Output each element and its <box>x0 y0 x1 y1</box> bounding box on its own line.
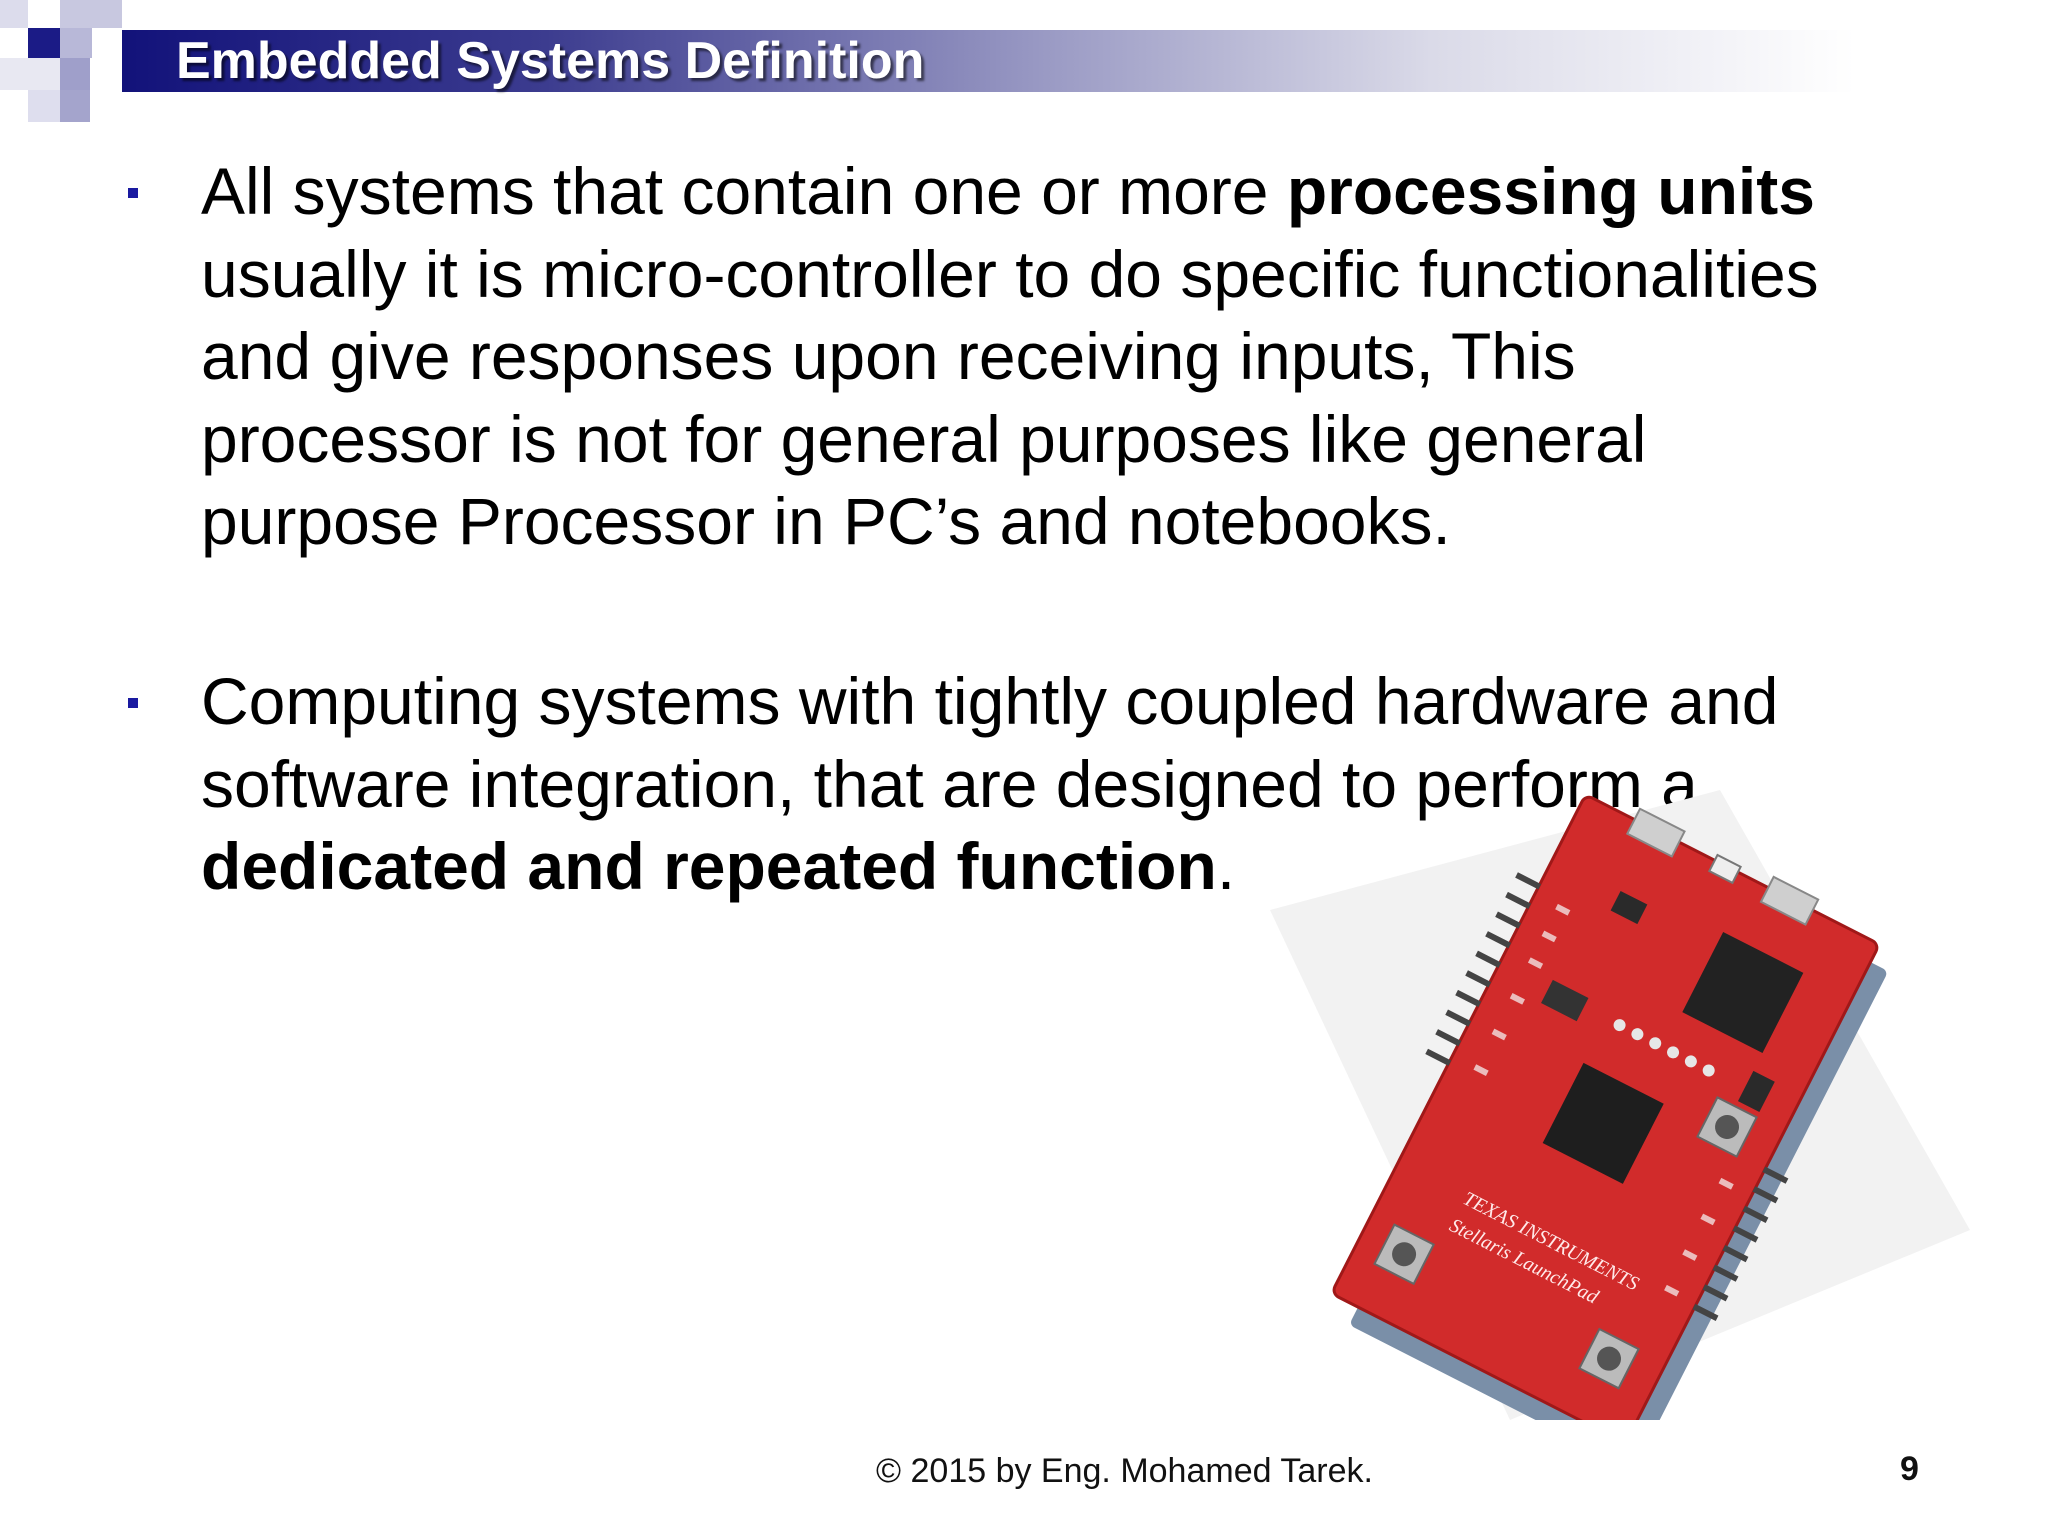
bullet-line: Computing systems with tightly coupled h… <box>201 664 1779 738</box>
slide-title: Embedded Systems Definition <box>176 32 925 90</box>
launchpad-board-icon: TEXAS INSTRUMENTS Stellaris LaunchPad <box>1270 790 1970 1469</box>
bullet-text: Computing systems with tightly coupled h… <box>201 660 1901 908</box>
bullet-marker-icon <box>128 188 138 198</box>
bullet-line: purpose Processor in PC’s and notebooks. <box>201 484 1451 558</box>
bullet-marker-icon <box>128 698 138 708</box>
bullet-line: software integration, that are designed … <box>201 746 1698 821</box>
bullet-line: and give responses upon receiving inputs… <box>201 319 1576 393</box>
bullet-line: All systems that contain one or more pro… <box>201 154 1815 228</box>
bullet-line: processor is not for general purposes li… <box>201 401 1647 476</box>
title-bar <box>122 30 2048 92</box>
footer-copyright: © 2015 by Eng. Mohamed Tarek. <box>876 1452 1373 1490</box>
microcontroller-board-image: TEXAS INSTRUMENTS Stellaris LaunchPad <box>1250 790 1970 1469</box>
page-number: 9 <box>1900 1450 1919 1488</box>
bullet-line: usually it is micro-controller to do spe… <box>201 236 1819 311</box>
bullet-line: dedicated and repeated function. <box>201 829 1236 903</box>
bullet-text: All systems that contain one or more pro… <box>201 150 1901 563</box>
